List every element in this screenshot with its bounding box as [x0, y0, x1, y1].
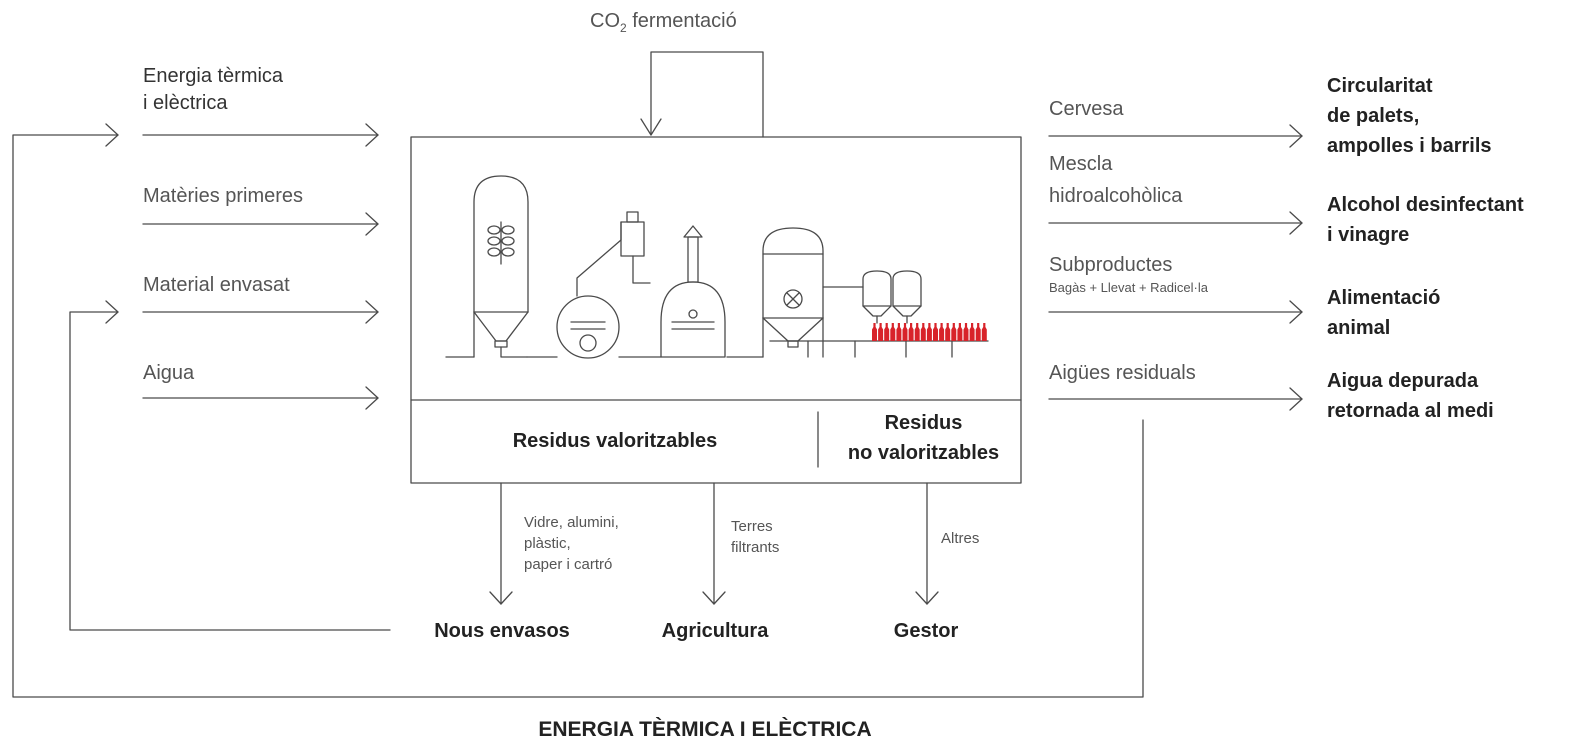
- input-raw-materials-label: Matèries primeres: [143, 185, 304, 207]
- outcome-water-label: Aigua depurada retornada al medi: [1327, 366, 1494, 426]
- bottles-icon: [872, 323, 987, 341]
- destination-manager: Gestor: [893, 620, 959, 642]
- outcome-alcohol-label: Alcohol desinfectant i vinagre: [1327, 190, 1524, 250]
- residues-recoverable-label: Residus valoritzables: [512, 430, 718, 452]
- bottle-icon: [963, 323, 969, 341]
- boiler-icon: [660, 225, 726, 358]
- bottle-icon: [914, 323, 920, 341]
- waste-filter-earth: Terres filtrants: [731, 516, 779, 558]
- bottle-icon: [951, 323, 957, 341]
- bottle-icon: [878, 323, 884, 341]
- bottle-icon: [884, 323, 890, 341]
- packaging-loop-line: [69, 311, 391, 631]
- bottle-icon: [957, 323, 963, 341]
- bottle-icon: [981, 323, 987, 341]
- waste-packaging-line3: paper i cartró: [524, 556, 613, 573]
- bright-tanks-icon: [862, 270, 953, 358]
- product-hydroalcoholic-line1: Mescla: [1049, 153, 1113, 175]
- outcome-circularity-line2: de palets,: [1327, 105, 1420, 127]
- residues-non-recoverable-label: Residus no valoritzables: [826, 408, 1021, 468]
- outcome-water-line2: retornada al medi: [1327, 400, 1494, 422]
- input-packaging-label: Material envasat: [143, 274, 290, 296]
- brewery-box: [410, 136, 1022, 484]
- waste-filter-line2: filtrants: [731, 539, 780, 556]
- co2-arrowhead: [640, 118, 662, 136]
- outcome-alcohol-line1: Alcohol desinfectant: [1327, 194, 1524, 216]
- residues-non-recoverable-line2: no valoritzables: [847, 442, 1000, 464]
- waste-packaging-materials: Vidre, alumini, plàstic, paper i cartró: [524, 512, 619, 575]
- co2-label: CO2 fermentació: [590, 8, 850, 37]
- waste-arrows: [489, 482, 939, 605]
- process-illustration: [445, 175, 989, 359]
- waste-others: Altres: [941, 530, 980, 547]
- input-energy-label: Energia tèrmica i elèctrica: [143, 63, 283, 117]
- bottle-icon: [969, 323, 975, 341]
- mash-tun-icon: [556, 211, 651, 359]
- waste-packaging-line2: plàstic,: [524, 535, 571, 552]
- bottle-icon: [908, 323, 914, 341]
- grain-silo-icon: [473, 175, 529, 358]
- energy-footer-title: ENERGIA TÈRMICA I ELÈCTRICA: [538, 718, 872, 741]
- bottle-icon: [945, 323, 951, 341]
- co2-subscript: 2: [620, 21, 627, 35]
- residues-non-recoverable-line1: Residus: [884, 412, 963, 434]
- input-arrows: [142, 123, 379, 410]
- product-wastewater-label: Aigües residuals: [1049, 362, 1196, 384]
- input-energy-line2: i elèctrica: [143, 92, 228, 114]
- outcome-circularity-line1: Circularitat: [1327, 75, 1433, 97]
- co2-prefix: CO: [590, 10, 620, 32]
- outcome-feed-label: Alimentació animal: [1327, 283, 1440, 343]
- waste-packaging-line1: Vidre, alumini,: [524, 514, 619, 531]
- co2-loop-line: [650, 51, 764, 138]
- input-energy-line1: Energia tèrmica: [143, 65, 284, 87]
- outcome-feed-line2: animal: [1327, 317, 1391, 339]
- fermentation-tank-icon: [762, 227, 864, 358]
- bottle-icon: [933, 323, 939, 341]
- outcome-circularity-label: Circularitat de palets, ampolles i barri…: [1327, 71, 1492, 161]
- product-hydroalcoholic-line2: hidroalcohòlica: [1049, 185, 1183, 207]
- destination-new-packaging: Nous envasos: [434, 620, 570, 642]
- co2-rest: fermentació: [626, 10, 737, 32]
- product-byproducts-detail: Bagàs + Llevat + Radicel·la: [1049, 280, 1208, 295]
- bottle-icon: [926, 323, 932, 341]
- outcome-water-line1: Aigua depurada: [1327, 370, 1479, 392]
- output-arrows: [1048, 124, 1303, 411]
- product-beer-label: Cervesa: [1049, 98, 1124, 120]
- bottle-icon: [896, 323, 902, 341]
- input-water-label: Aigua: [143, 362, 195, 384]
- bottle-icon: [902, 323, 908, 341]
- bottle-icon: [975, 323, 981, 341]
- product-byproducts-label: Subproductes: [1049, 254, 1173, 276]
- bottle-icon: [939, 323, 945, 341]
- waste-filter-line1: Terres: [731, 518, 773, 535]
- bottle-icon: [890, 323, 896, 341]
- bottle-icon: [920, 323, 926, 341]
- destination-agriculture: Agricultura: [661, 620, 769, 642]
- outcome-feed-line1: Alimentació: [1327, 287, 1441, 309]
- outcome-alcohol-line2: i vinagre: [1327, 224, 1410, 246]
- packaging-loop-arrowhead: [105, 300, 119, 324]
- energy-loop-line: [12, 134, 1144, 698]
- energy-loop-arrowhead: [105, 123, 119, 147]
- bottle-icon: [872, 323, 878, 341]
- outcome-circularity-line3: ampolles i barrils: [1327, 135, 1492, 157]
- product-hydroalcoholic-label: Mescla hidroalcohòlica: [1049, 151, 1182, 210]
